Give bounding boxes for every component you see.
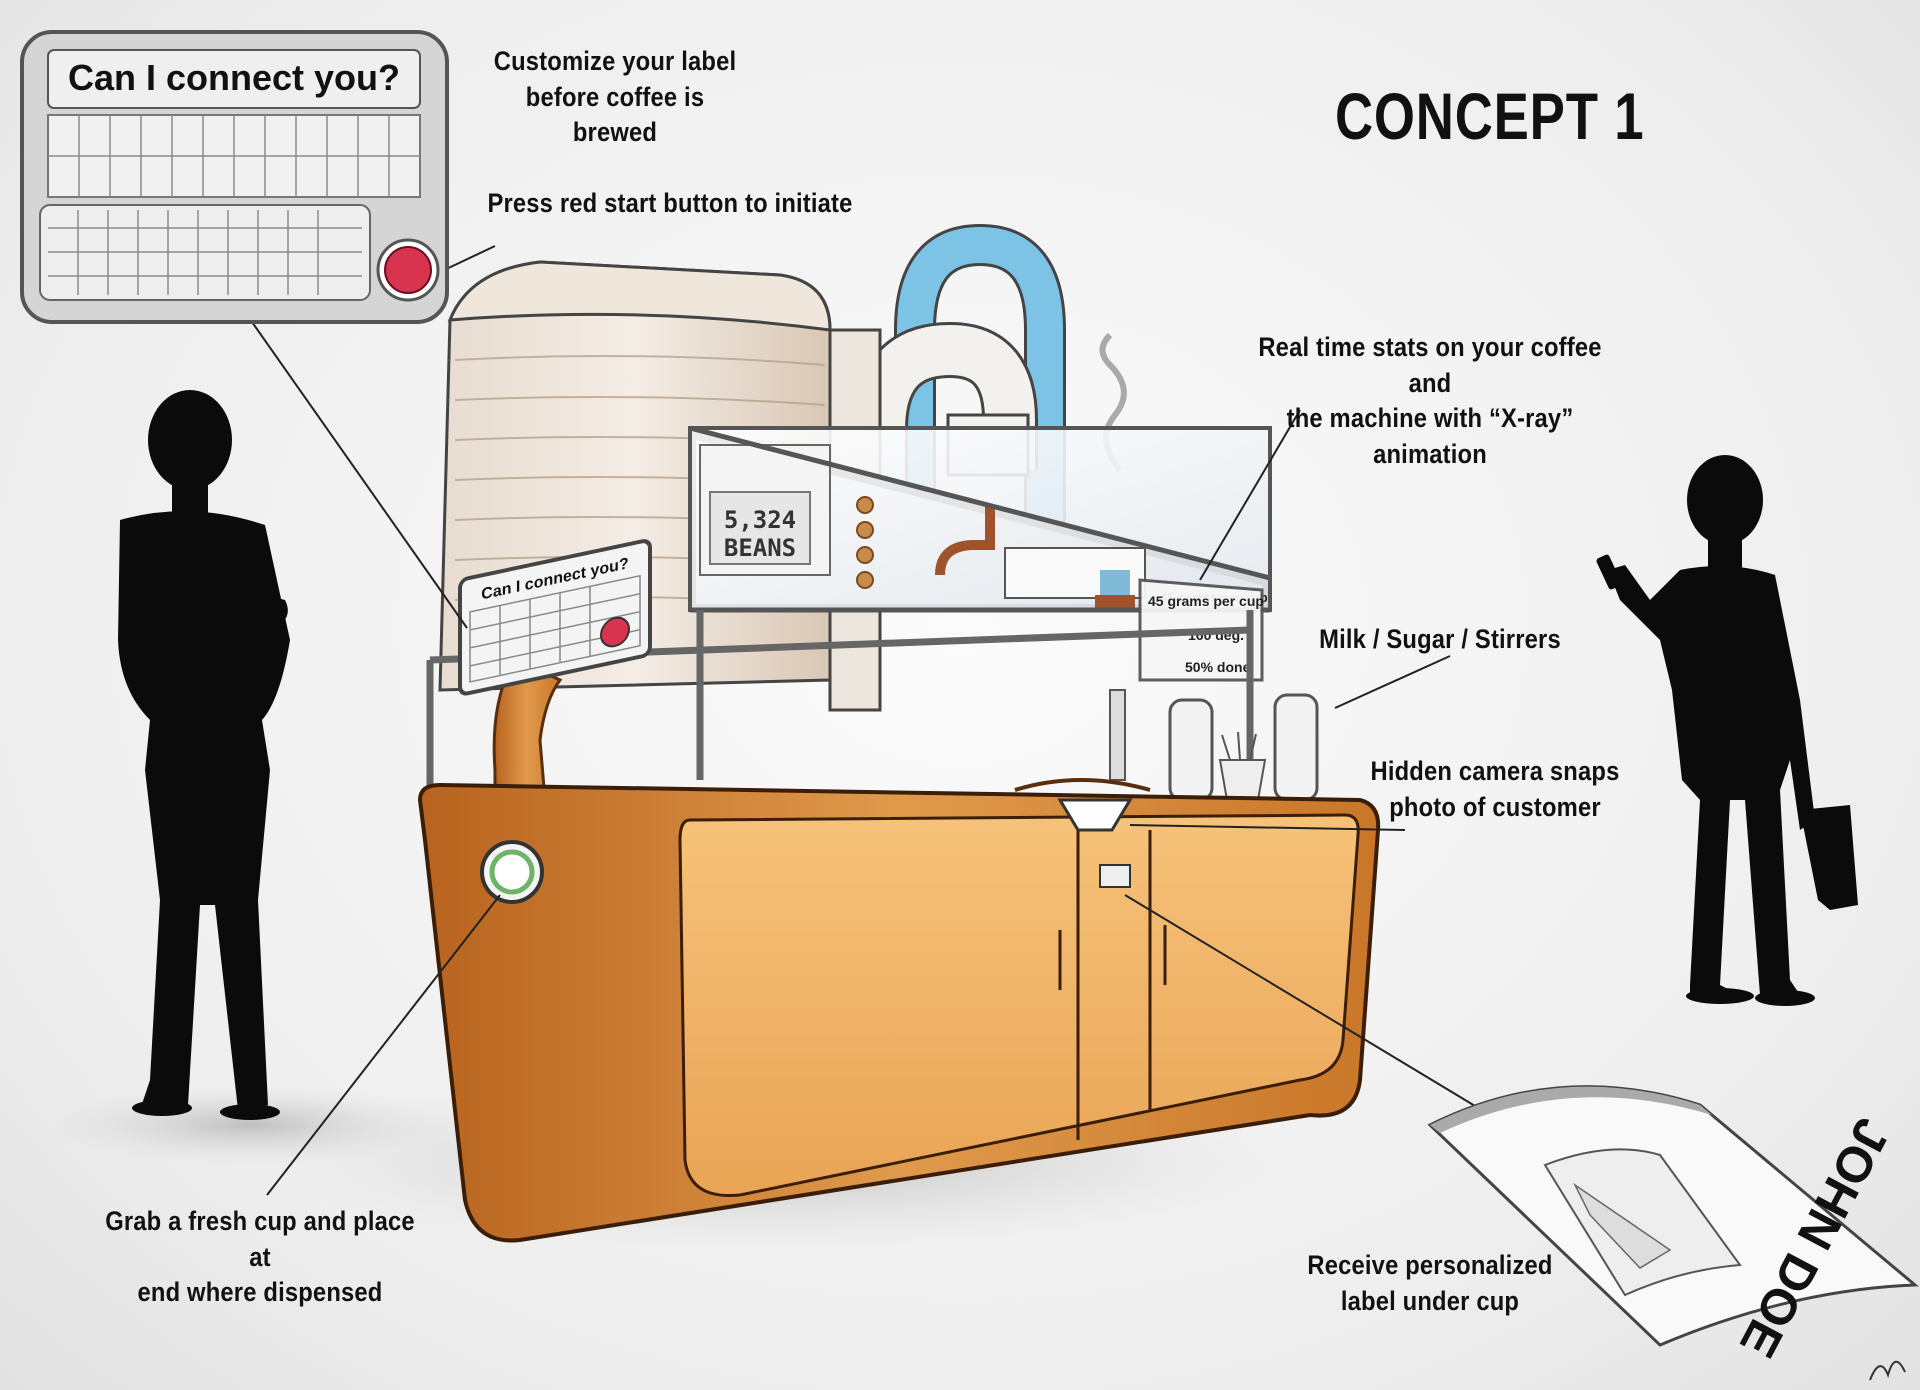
- milk-sugar-stirrer-tubes: [1168, 693, 1319, 802]
- annotation-grab-cup: Grab a fresh cup and place at end where …: [93, 1204, 427, 1311]
- label-printer-slot: [1099, 864, 1131, 888]
- stats-line-2: the machine with “X-ray” animation: [1286, 403, 1574, 469]
- concept-title: CONCEPT 1: [1335, 79, 1645, 153]
- annotation-press-start: Press red start button to initiate: [481, 186, 859, 222]
- personalized-label-card: JOHN DOE: [1427, 1085, 1919, 1366]
- receive-line-1: Receive personalized: [1307, 1250, 1553, 1280]
- annotation-hidden-camera: Hidden camera snaps photo of customer: [1367, 754, 1622, 825]
- camera-line-1: Hidden camera snaps: [1370, 756, 1620, 786]
- signature: [1869, 1360, 1906, 1381]
- stats-line-1: Real time stats on your coffee and: [1258, 332, 1602, 398]
- small-control-panel: Can I connect you?: [458, 539, 652, 696]
- customize-line-1: Customize your label: [493, 46, 737, 76]
- receive-line-2: label under cup: [1340, 1285, 1520, 1316]
- grab-line-1: Grab a fresh cup and place at: [105, 1206, 415, 1272]
- progress-readout: 50% done: [1185, 659, 1251, 675]
- panel-heading: Can I connect you?: [68, 57, 400, 98]
- left-person-silhouette: [118, 390, 290, 1120]
- annotation-customize: Customize your label before coffee is br…: [487, 44, 742, 151]
- bean-count: 5,324: [724, 506, 796, 534]
- right-person-silhouette: [1596, 455, 1858, 1006]
- grams-per-cup: 45 grams per cup: [1148, 593, 1264, 609]
- annotation-milk-sugar: Milk / Sugar / Stirrers: [1308, 622, 1572, 658]
- grab-line-2: end where dispensed: [137, 1277, 383, 1308]
- leader-lines: [251, 245, 1491, 1196]
- bean-label: BEANS: [724, 534, 796, 562]
- annotation-realtime-stats: Real time stats on your coffee and the m…: [1241, 330, 1619, 473]
- milk-line: Milk / Sugar / Stirrers: [1319, 624, 1561, 654]
- dispenser-nozzle: [1109, 689, 1126, 781]
- wooden-cabinet: [417, 778, 1381, 1243]
- camera-line-2: photo of customer: [1389, 791, 1601, 822]
- hidden-camera: [1057, 798, 1133, 832]
- customize-line-2: before coffee is brewed: [525, 81, 705, 148]
- stats-screen: 5,324 BEANS 45 grams per cup: [688, 426, 1272, 612]
- press-line: Press red start button to initiate: [487, 188, 853, 218]
- annotation-receive-label: Receive personalized label under cup: [1307, 1248, 1553, 1319]
- control-panel: Can I connect you?: [20, 30, 449, 324]
